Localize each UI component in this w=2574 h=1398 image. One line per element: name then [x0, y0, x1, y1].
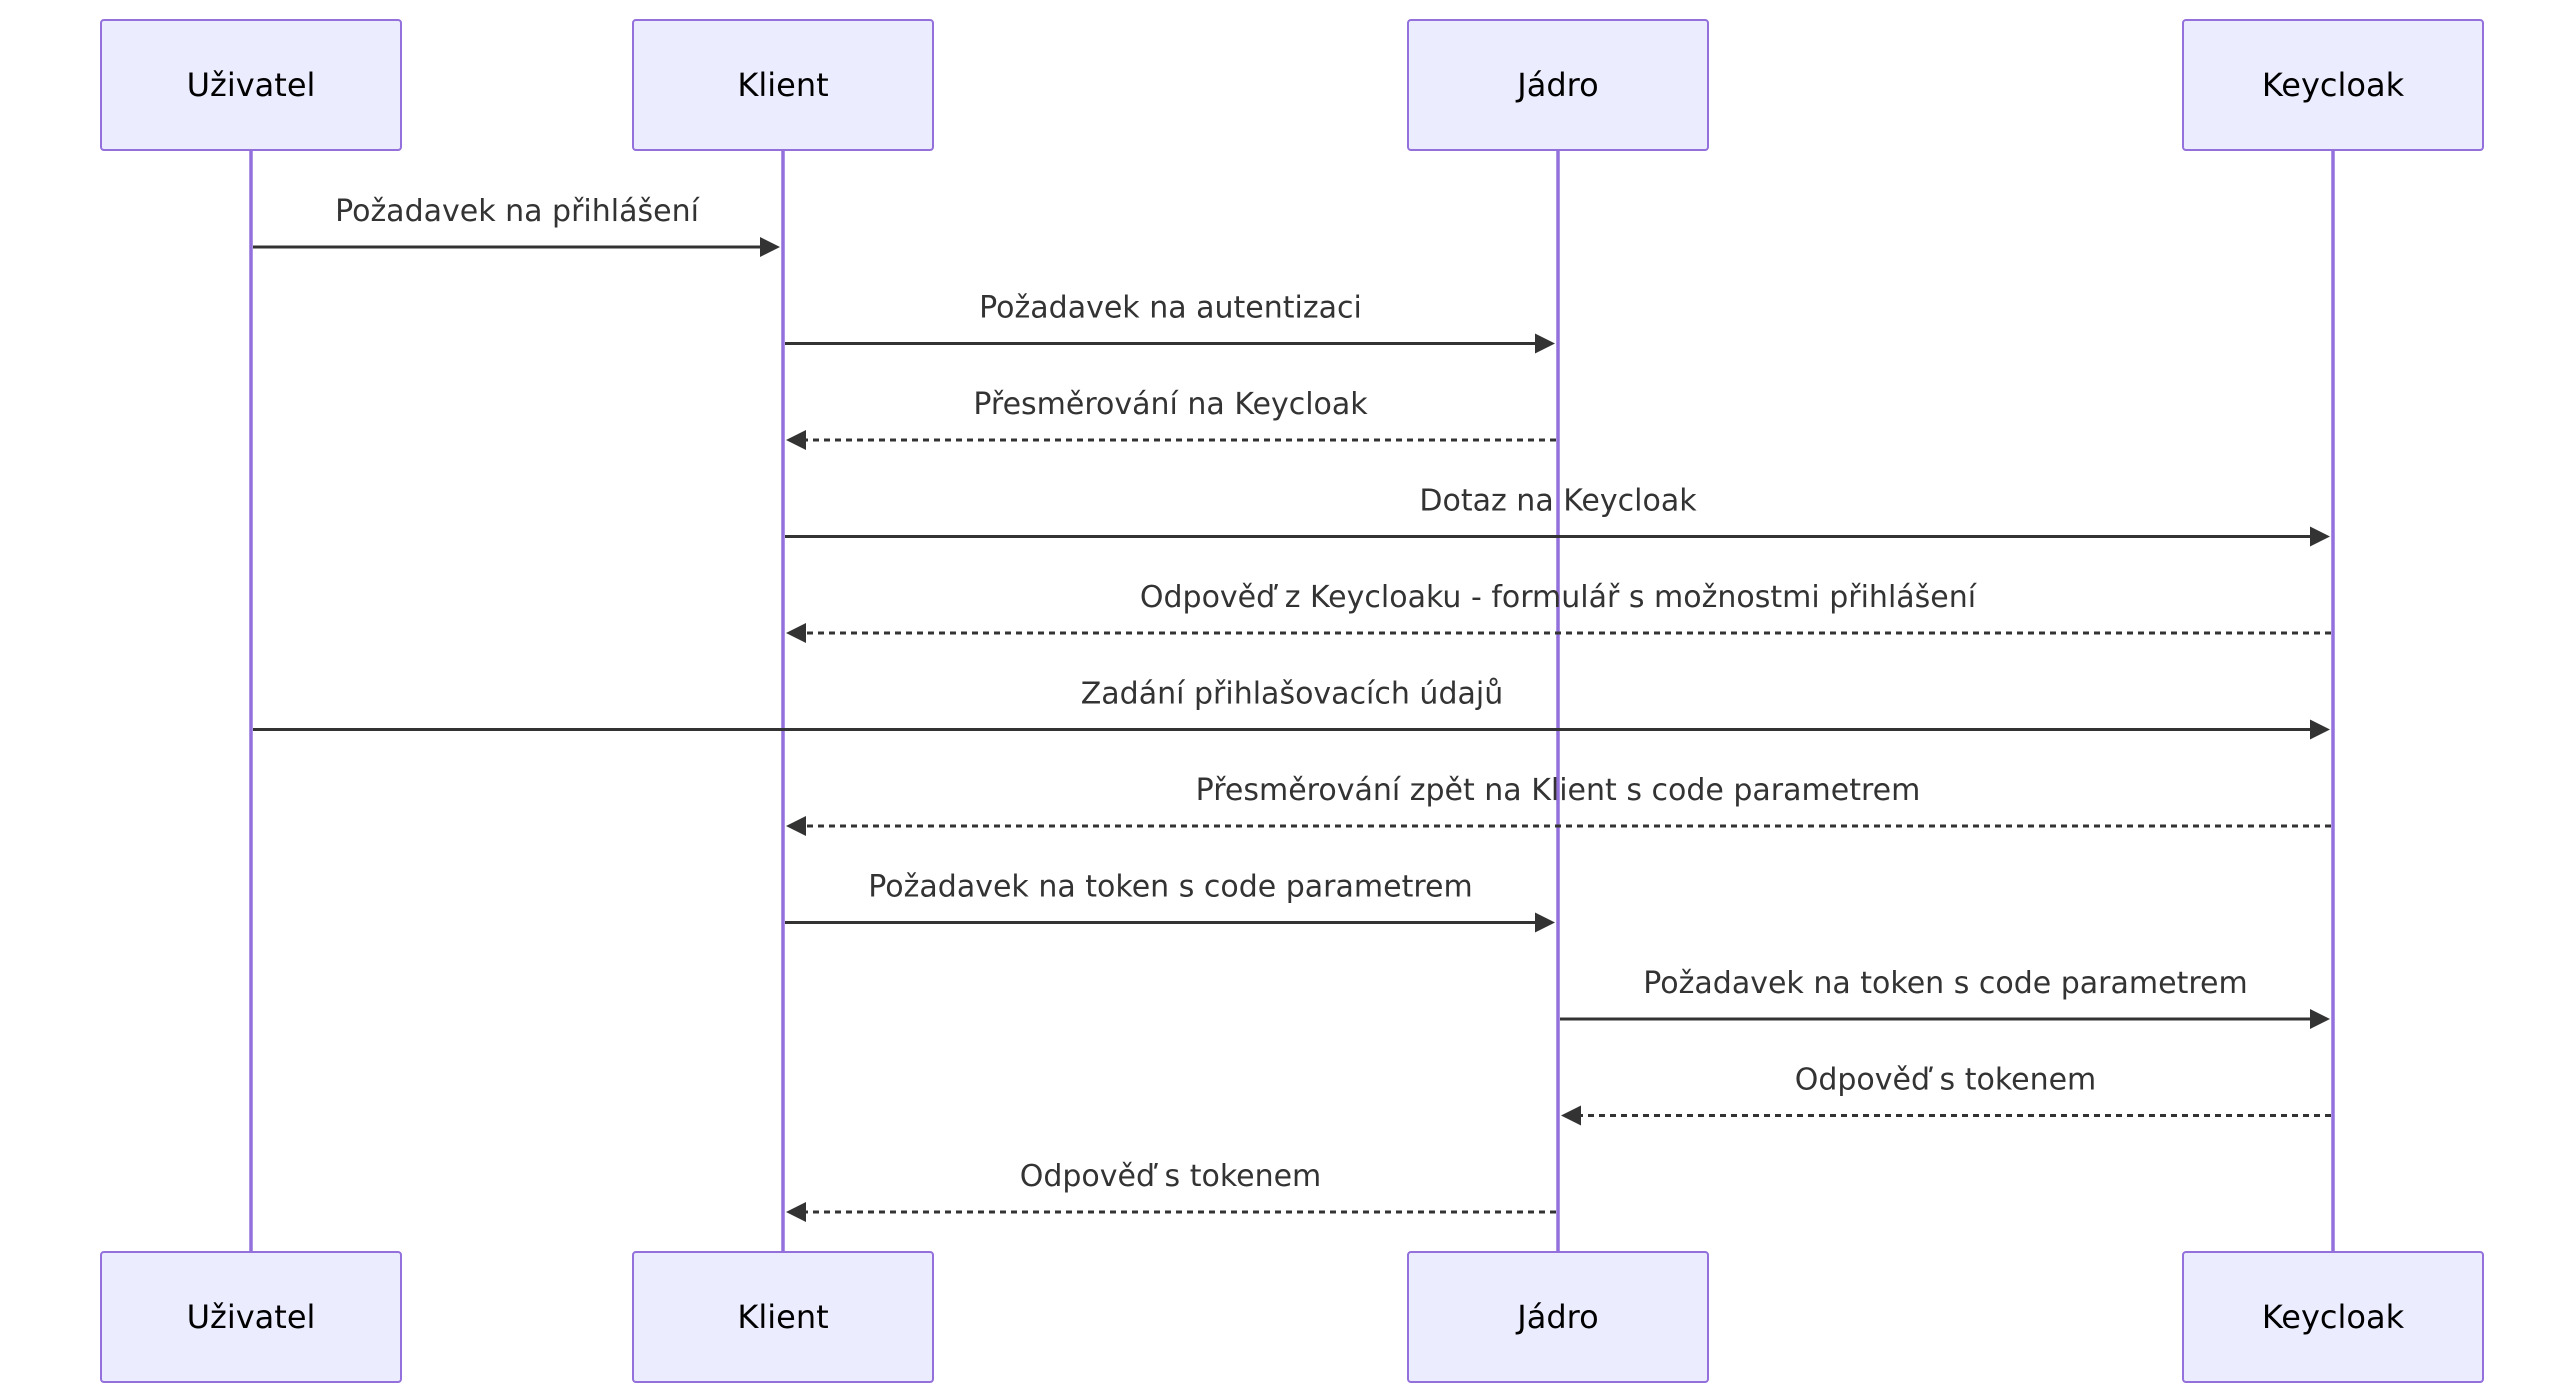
- arrowhead-icon: [1535, 333, 1555, 354]
- actor-label: Uživatel: [187, 1298, 316, 1336]
- message-label: Přesměrování zpět na Klient s code param…: [1196, 773, 1921, 808]
- arrowhead-icon: [760, 237, 780, 257]
- message-label: Zadání přihlašovacích údajů: [1081, 677, 1503, 712]
- arrowhead-icon: [786, 623, 806, 643]
- arrowhead-icon: [786, 816, 806, 836]
- message-1: Požadavek na přihlášení: [253, 194, 780, 257]
- message-9: Požadavek na token s code parametrem: [1560, 966, 2330, 1029]
- actor-box: [100, 19, 402, 151]
- message-8: Požadavek na token s code parametrem: [785, 870, 1555, 933]
- actor-client-top: Klient: [632, 19, 934, 151]
- actor-user-top: Uživatel: [100, 19, 402, 151]
- actor-label: Jádro: [1515, 66, 1598, 104]
- message-label: Požadavek na token s code parametrem: [868, 870, 1472, 905]
- message-label: Požadavek na přihlášení: [335, 194, 701, 229]
- message-label: Odpověď s tokenem: [1795, 1063, 2097, 1098]
- message-4: Dotaz na Keycloak: [785, 484, 2330, 547]
- message-10: Odpověď s tokenem: [1561, 1063, 2331, 1126]
- actor-box: [2182, 1251, 2484, 1383]
- message-label: Odpověď z Keycloaku - formulář s možnost…: [1140, 580, 1978, 615]
- actor-label: Keycloak: [2262, 66, 2405, 104]
- arrowhead-icon: [786, 1202, 806, 1222]
- actor-core-top: Jádro: [1407, 19, 1709, 151]
- message-5: Odpověď z Keycloaku - formulář s možnost…: [786, 580, 2331, 643]
- message-11: Odpověď s tokenem: [786, 1159, 1556, 1222]
- actor-label: Klient: [737, 1298, 828, 1336]
- message-label: Přesměrování na Keycloak: [973, 387, 1368, 422]
- actor-label: Keycloak: [2262, 1298, 2405, 1336]
- actor-keycloak-top: Keycloak: [2182, 19, 2484, 151]
- arrowhead-icon: [1561, 1105, 1581, 1126]
- actor-client-bottom: Klient: [632, 1251, 934, 1383]
- arrowhead-icon: [2310, 1009, 2330, 1029]
- actor-keycloak-bottom: Keycloak: [2182, 1251, 2484, 1383]
- arrowhead-icon: [2310, 719, 2330, 740]
- actor-box: [1407, 1251, 1709, 1383]
- message-label: Požadavek na token s code parametrem: [1643, 966, 2247, 1001]
- arrowhead-icon: [1535, 912, 1555, 933]
- arrowhead-icon: [2310, 526, 2330, 547]
- actor-label: Uživatel: [187, 66, 316, 104]
- actor-box: [1407, 19, 1709, 151]
- actor-box: [100, 1251, 402, 1383]
- actor-box: [632, 19, 934, 151]
- message-2: Požadavek na autentizaci: [785, 291, 1555, 354]
- message-label: Požadavek na autentizaci: [979, 291, 1362, 326]
- actor-label: Jádro: [1515, 1298, 1598, 1336]
- actor-box: [632, 1251, 934, 1383]
- message-label: Odpověď s tokenem: [1020, 1159, 1322, 1194]
- actor-label: Klient: [737, 66, 828, 104]
- arrowhead-icon: [786, 430, 806, 450]
- message-label: Dotaz na Keycloak: [1419, 484, 1697, 519]
- message-3: Přesměrování na Keycloak: [786, 387, 1556, 450]
- actor-user-bottom: Uživatel: [100, 1251, 402, 1383]
- message-7: Přesměrování zpět na Klient s code param…: [786, 773, 2331, 836]
- message-6: Zadání přihlašovacích údajů: [253, 677, 2330, 740]
- actor-core-bottom: Jádro: [1407, 1251, 1709, 1383]
- actor-box: [2182, 19, 2484, 151]
